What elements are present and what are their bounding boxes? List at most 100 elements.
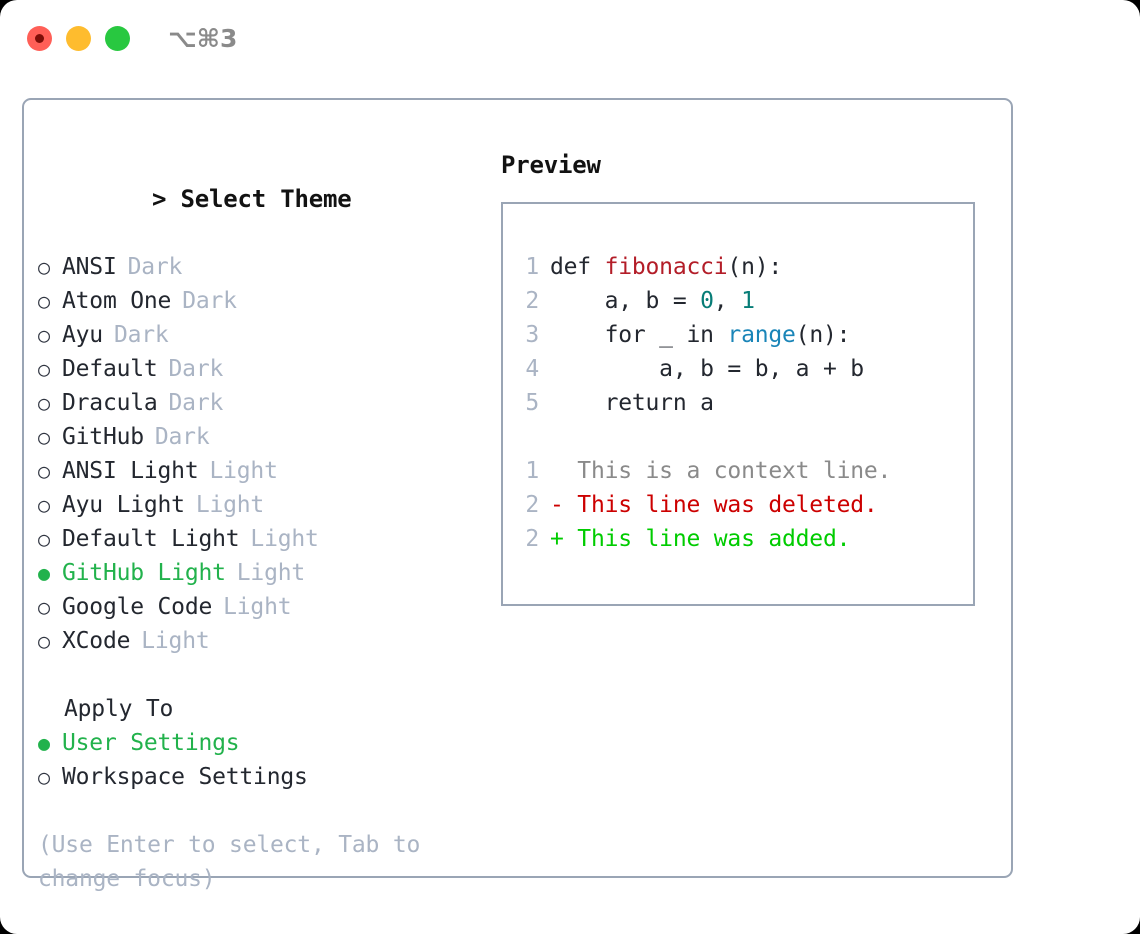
apply-to-option-workspace-settings[interactable]: ○ Workspace Settings bbox=[38, 760, 488, 794]
apply-to-option-user-settings[interactable]: ● User Settings bbox=[38, 726, 488, 760]
code-line-content: a, b = b, a + b bbox=[550, 352, 864, 386]
theme-option-tag: Light bbox=[250, 526, 319, 552]
preview-divider-gap bbox=[517, 420, 973, 454]
code-token-plain: a, b = bbox=[550, 288, 701, 314]
minimize-button-icon[interactable] bbox=[66, 26, 91, 51]
theme-option-label: XCode bbox=[62, 628, 131, 654]
theme-option-ayu[interactable]: ○ Ayu Dark bbox=[38, 318, 488, 352]
theme-option-tag: Light bbox=[141, 628, 210, 654]
close-button-icon[interactable] bbox=[27, 26, 52, 51]
radio-selected-icon: ● bbox=[38, 731, 50, 755]
radio-unselected-icon: ○ bbox=[38, 765, 50, 789]
keyboard-hint-text: (Use Enter to select, Tab to change focu… bbox=[38, 832, 421, 892]
theme-option-tag: Dark bbox=[168, 390, 224, 416]
theme-option-default[interactable]: ○ Default Dark bbox=[38, 352, 488, 386]
theme-option-tag: Light bbox=[195, 492, 265, 518]
theme-option-label: Atom One bbox=[62, 288, 172, 314]
theme-option-label: Ayu bbox=[62, 322, 103, 348]
radio-unselected-icon: ○ bbox=[38, 595, 50, 619]
diff-text: This is a context line. bbox=[563, 458, 892, 484]
code-token-call: range bbox=[727, 322, 796, 348]
apply-to-list: ● User Settings ○ Workspace Settings bbox=[38, 726, 488, 794]
radio-unselected-icon: ○ bbox=[38, 255, 50, 279]
code-token-plain: (n): bbox=[795, 322, 851, 348]
code-line-content: def fibonacci(n): bbox=[550, 250, 782, 284]
apply-to-option-label: Workspace Settings bbox=[62, 764, 308, 790]
radio-unselected-icon: ○ bbox=[38, 357, 50, 381]
diff-marker bbox=[550, 454, 564, 488]
radio-unselected-icon: ○ bbox=[38, 629, 50, 653]
radio-selected-icon: ● bbox=[38, 561, 50, 585]
line-number: 4 bbox=[525, 356, 539, 382]
code-line-content: for _ in range(n): bbox=[550, 318, 851, 352]
radio-unselected-icon: ○ bbox=[38, 459, 50, 483]
diff-line-ctx: 1 This is a context line. bbox=[517, 454, 973, 488]
traffic-light-buttons bbox=[27, 26, 130, 51]
theme-option-tag: Light bbox=[236, 560, 306, 586]
theme-option-tag: Dark bbox=[182, 288, 237, 314]
diff-text: This line was deleted. bbox=[563, 492, 878, 518]
theme-option-github-light[interactable]: ● GitHub Light Light bbox=[38, 556, 488, 590]
line-number: 2 bbox=[525, 492, 539, 518]
title-bar: ⌥⌘3 bbox=[0, 0, 1140, 78]
radio-unselected-icon: ○ bbox=[38, 493, 50, 517]
code-token-plain: (n): bbox=[727, 254, 783, 280]
theme-option-ansi[interactable]: ○ ANSI Dark bbox=[38, 250, 488, 284]
keyboard-shortcut-label: ⌥⌘3 bbox=[168, 24, 238, 53]
code-token-plain: , bbox=[713, 288, 742, 314]
code-line-content: a, b = 0, 1 bbox=[550, 284, 755, 318]
theme-option-tag: Light bbox=[223, 594, 292, 620]
code-token-num: 1 bbox=[741, 288, 755, 314]
theme-option-ayu-light[interactable]: ○ Ayu Light Light bbox=[38, 488, 488, 522]
code-line: 2 a, b = 0, 1 bbox=[517, 284, 973, 318]
code-token-num: 0 bbox=[700, 288, 714, 314]
theme-option-label: GitHub Light bbox=[62, 560, 226, 586]
preview-heading: Preview bbox=[501, 151, 601, 179]
code-token-plain: a, b = b, a + b bbox=[550, 356, 864, 382]
line-number: 2 bbox=[525, 526, 539, 552]
line-number: 2 bbox=[525, 288, 539, 314]
theme-option-tag: Dark bbox=[113, 322, 169, 348]
caret-icon: > bbox=[152, 185, 167, 213]
diff-sample: 1 This is a context line.2- This line wa… bbox=[517, 454, 973, 556]
code-line: 5 return a bbox=[517, 386, 973, 420]
maximize-button-icon[interactable] bbox=[105, 26, 130, 51]
code-line: 4 a, b = b, a + b bbox=[517, 352, 973, 386]
radio-unselected-icon: ○ bbox=[38, 425, 50, 449]
code-token-plain: return a bbox=[550, 390, 714, 416]
diff-marker: - bbox=[550, 492, 564, 518]
theme-option-tag: Dark bbox=[154, 424, 210, 450]
diff-marker: + bbox=[550, 526, 564, 552]
theme-option-label: ANSI bbox=[62, 254, 117, 280]
theme-option-xcode[interactable]: ○ XCode Light bbox=[38, 624, 488, 658]
list-spacer bbox=[38, 658, 488, 692]
code-token-plain: def bbox=[550, 254, 605, 280]
select-theme-heading: > Select Theme bbox=[38, 148, 488, 250]
diff-line-del: 2- This line was deleted. bbox=[517, 488, 973, 522]
radio-unselected-icon: ○ bbox=[38, 323, 50, 347]
radio-unselected-icon: ○ bbox=[38, 391, 50, 415]
theme-option-label: Dracula bbox=[62, 390, 158, 416]
theme-option-tag: Dark bbox=[168, 356, 224, 382]
theme-option-tag: Dark bbox=[127, 254, 183, 280]
radio-unselected-icon: ○ bbox=[38, 527, 50, 551]
theme-option-label: Default bbox=[62, 356, 158, 382]
theme-option-dracula[interactable]: ○ Dracula Dark bbox=[38, 386, 488, 420]
theme-option-label: Ayu Light bbox=[62, 492, 185, 518]
line-number: 1 bbox=[525, 254, 539, 280]
code-line: 1 def fibonacci(n): bbox=[517, 250, 973, 284]
apply-to-option-label: User Settings bbox=[62, 730, 240, 756]
code-token-fn: fibonacci bbox=[604, 254, 728, 280]
theme-option-tag: Light bbox=[209, 458, 278, 484]
